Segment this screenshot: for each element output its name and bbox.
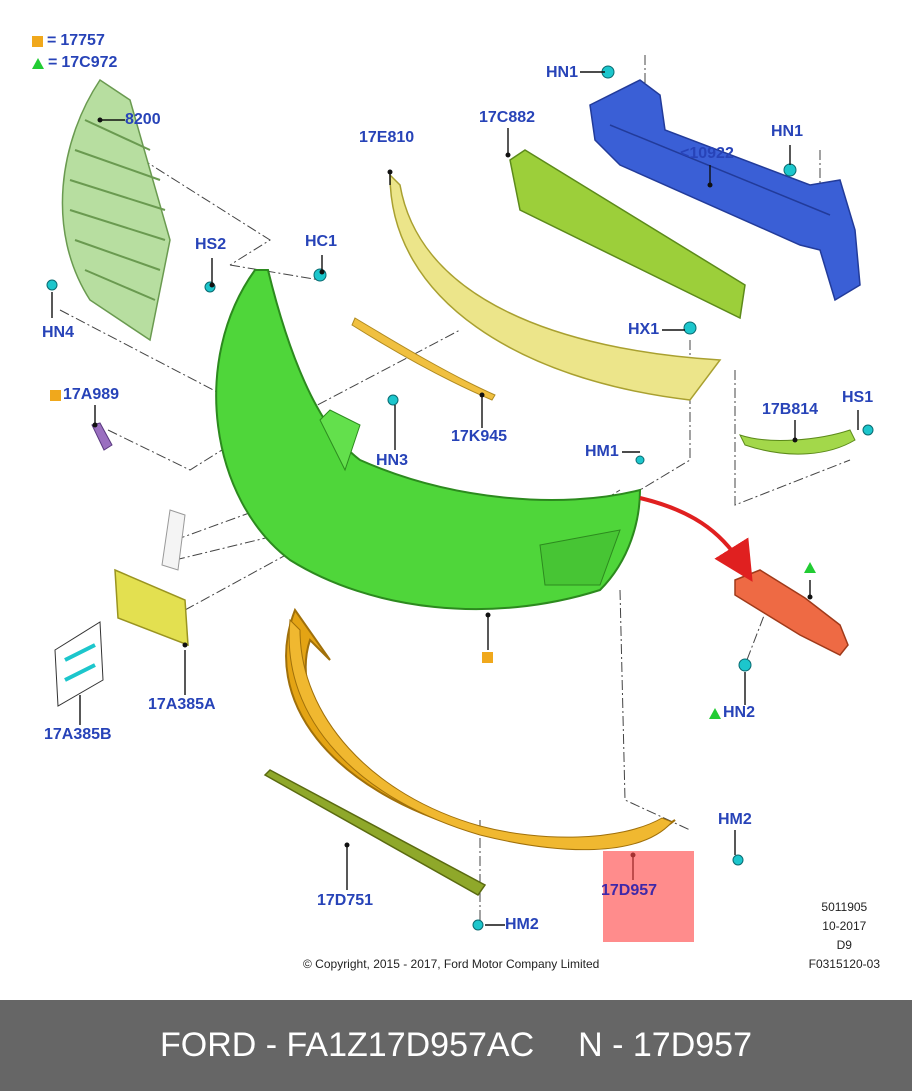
- triangle-marker-icon: [709, 707, 721, 719]
- push-pin-icon: [783, 163, 797, 177]
- lower-valance-part: [285, 607, 676, 851]
- triangle-marker-icon: [32, 57, 44, 69]
- emblem-part: [161, 509, 186, 571]
- diagram-artwork: [46, 55, 874, 931]
- push-pin-icon: [387, 394, 399, 406]
- callout-hm2-bottom[interactable]: HM2: [505, 916, 539, 933]
- callout-hs1[interactable]: HS1: [842, 389, 874, 406]
- callout-17k945[interactable]: 17K945: [451, 428, 508, 445]
- clip-icon: [46, 279, 58, 291]
- legend-item-triangle: = 17C972: [32, 54, 117, 72]
- copyright-text: © Copyright, 2015 - 2017, Ford Motor Com…: [303, 957, 600, 971]
- callout-8200[interactable]: 8200: [125, 111, 161, 128]
- callout-17d957[interactable]: 17D957: [601, 882, 658, 899]
- callout-hc1[interactable]: HC1: [305, 233, 338, 250]
- part-triangle-marker: [804, 562, 816, 573]
- screw-icon: [635, 455, 645, 465]
- meta-line-2: 10-2017: [822, 919, 867, 933]
- side-bracket-part: [739, 429, 856, 455]
- legend-item-square: = 17757: [32, 32, 105, 50]
- callout-17d751[interactable]: 17D751: [317, 892, 374, 909]
- side-support-bracket-part: [734, 569, 849, 656]
- callout-17e810[interactable]: 17E810: [359, 129, 415, 146]
- callout-hn3[interactable]: HN3: [376, 452, 409, 469]
- air-deflector-part: [263, 769, 487, 896]
- square-marker-icon: [32, 35, 43, 47]
- energy-absorber-part: [389, 173, 722, 401]
- fastener-icons: [46, 65, 874, 931]
- callout-hx1[interactable]: HX1: [628, 321, 660, 338]
- callout-17c882[interactable]: 17C882: [479, 109, 536, 126]
- screw-icon: [732, 854, 744, 866]
- legend-code: 17C972: [61, 54, 118, 71]
- bumper-cover-part: [215, 269, 642, 611]
- callout-17a989: 17A989: [63, 386, 120, 403]
- absorber-bracket-part: [509, 149, 746, 320]
- callout-10922[interactable]: <10922: [680, 145, 734, 162]
- footer-part-code: N - 17D957: [578, 1026, 752, 1064]
- callout-hn1-top[interactable]: HN1: [546, 64, 579, 81]
- callout-hn4[interactable]: HN4: [42, 324, 75, 341]
- legend-eq: =: [48, 54, 58, 71]
- square-marker-icon: [50, 389, 61, 401]
- reinforcement-part: [589, 79, 861, 302]
- callout-17a989-wrap[interactable]: 17A989: [50, 386, 119, 404]
- clip-icon: [738, 658, 752, 672]
- meta-line-1: 5011905: [821, 900, 868, 914]
- screw-icon: [472, 919, 484, 931]
- footer-part-number: FORD - FA1Z17D957AC: [160, 1026, 535, 1064]
- callout-hn1-right[interactable]: HN1: [771, 123, 804, 140]
- legend-eq: =: [47, 32, 57, 49]
- callout-hm2-right[interactable]: HM2: [718, 811, 752, 828]
- fasteners-box: [54, 621, 104, 707]
- arrow-icon: [639, 496, 753, 582]
- callout-17a385a[interactable]: 17A385A: [148, 696, 216, 713]
- highlight-box: [603, 851, 694, 942]
- meta-line-4: F0315120-03: [808, 957, 880, 971]
- meta-line-3: D9: [836, 938, 852, 952]
- clip-icon: [862, 424, 874, 436]
- part-square-marker: [482, 652, 493, 663]
- callout-dots: [92, 117, 813, 858]
- strip-part: [351, 317, 496, 401]
- parts-diagram: = 17757 = 17C972 8200 HS2 HC1 HN4 17E810…: [32, 32, 880, 974]
- license-plate-bracket-part: [114, 568, 189, 647]
- callout-hs2[interactable]: HS2: [195, 236, 227, 253]
- drawing-meta: 5011905 10-2017 D9 F0315120-03: [809, 898, 880, 974]
- grille-part: [61, 78, 171, 342]
- push-pin-icon: [683, 321, 697, 335]
- callout-17a385b[interactable]: 17A385B: [44, 726, 112, 743]
- callout-hn2: HN2: [723, 704, 756, 721]
- callout-hm1[interactable]: HM1: [585, 443, 619, 460]
- part-number-footer: FORD - FA1Z17D957AC N - 17D957: [0, 1000, 912, 1091]
- small-bracket-part: [91, 422, 113, 451]
- callout-17b814[interactable]: 17B814: [762, 401, 819, 418]
- legend-code: 17757: [60, 32, 105, 49]
- callout-hn2-wrap[interactable]: HN2: [709, 704, 755, 722]
